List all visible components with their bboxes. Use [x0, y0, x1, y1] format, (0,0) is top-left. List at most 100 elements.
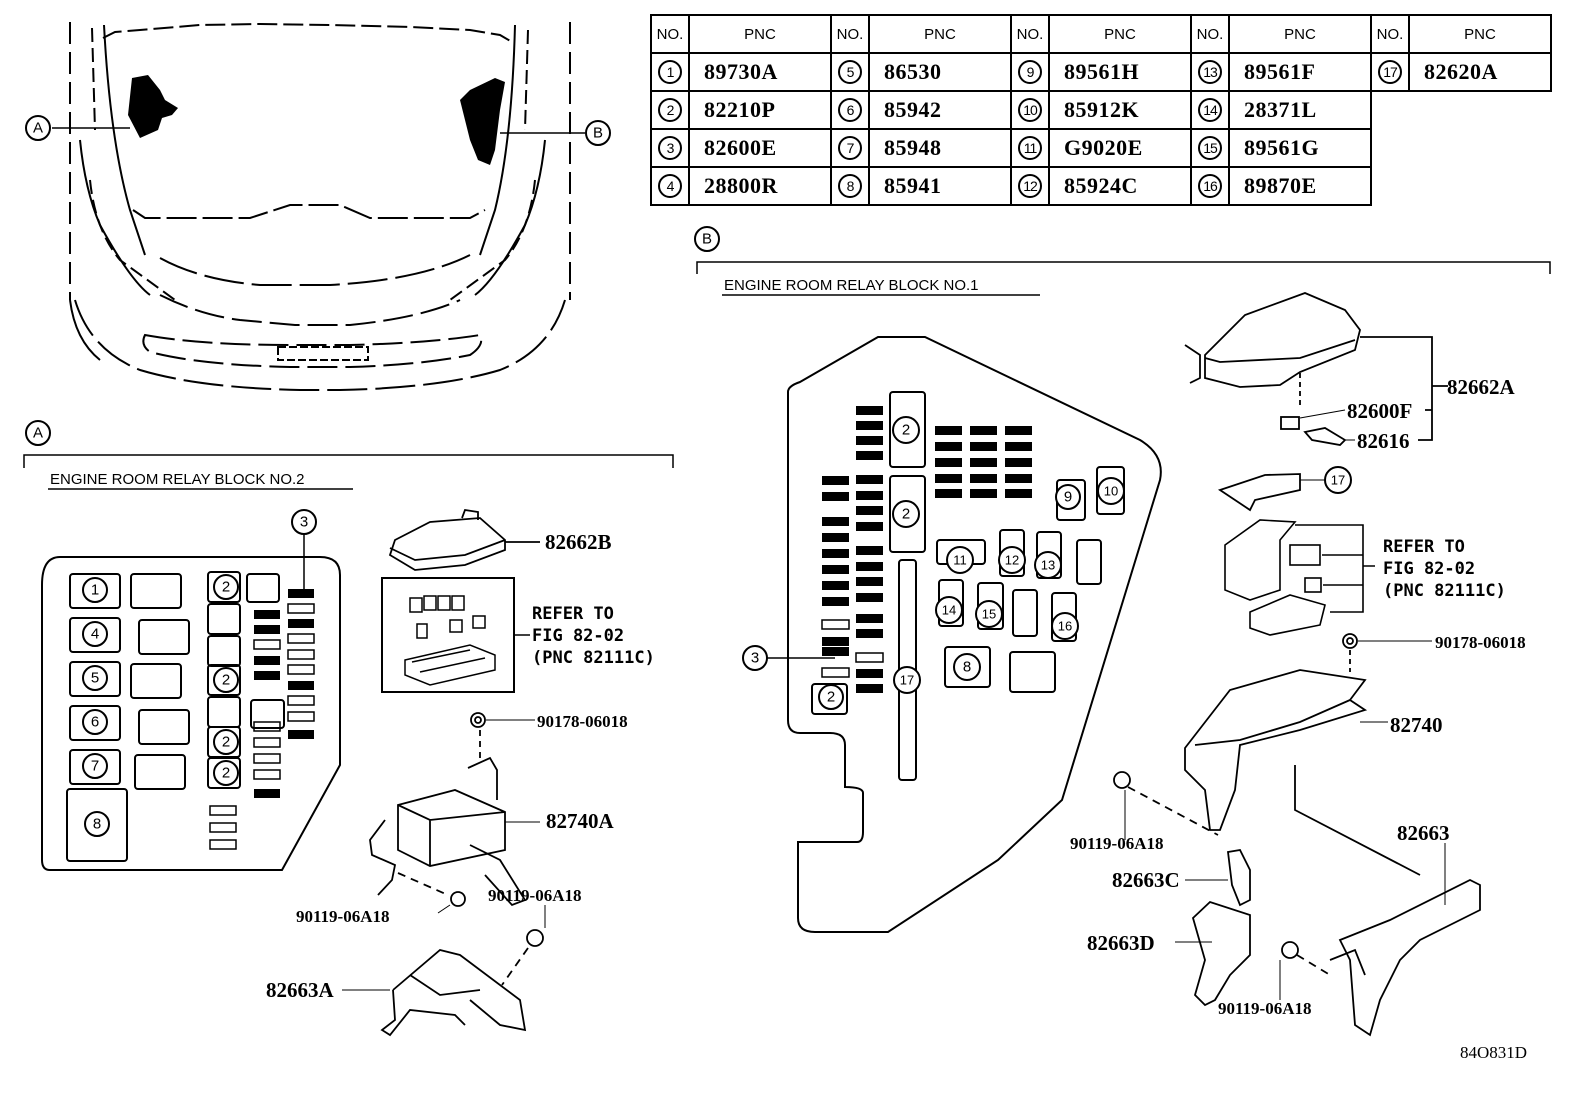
pnc-value: 89561G [1228, 128, 1372, 168]
section-b-callout-circle [694, 226, 720, 252]
slot-label-8: 8 [93, 816, 101, 833]
relay-slot [207, 635, 241, 667]
part-label-82740a: 82740A [546, 809, 615, 833]
fuse-callout-3: 3 [751, 650, 759, 667]
item-number-cell: 16 [1190, 166, 1230, 206]
item-number: 8 [838, 174, 862, 198]
fuse [856, 593, 883, 602]
pnc-table-header: NO. PNC NO. PNC NO. PNC NO. PNC NO. PNC [650, 14, 1552, 54]
callout-17-circle [1324, 466, 1352, 494]
callout-b-overview: B [500, 120, 611, 146]
bracket-82663c-drawing [1185, 849, 1251, 907]
bracket-82663-drawing [1294, 765, 1481, 1037]
fuse-slot [287, 633, 315, 644]
fuse [822, 647, 849, 656]
hood-edge-right [479, 24, 516, 256]
fuse [935, 474, 962, 483]
item-number: 5 [838, 60, 862, 84]
fuse [856, 436, 883, 445]
relay-slot [207, 664, 241, 696]
pnc-value: 89730A [688, 52, 832, 92]
slot-label-4: 4 [91, 626, 99, 643]
part-label-bolt-90119-06a18: 90119-06A18 [1218, 999, 1312, 1018]
headlamp-right [449, 179, 536, 301]
fuse [288, 619, 314, 628]
col-header-pnc: PNC [688, 14, 832, 54]
section-b-title: ENGINE ROOM RELAY BLOCK NO.1 [724, 277, 979, 294]
bracket-82663a-drawing [342, 949, 527, 1037]
fender-curve-left [79, 139, 151, 296]
fuse [856, 475, 883, 484]
item-number: 11 [1018, 136, 1042, 160]
pnc-value: G9020E [1048, 128, 1192, 168]
fuse [254, 656, 280, 665]
item-number-cell: 4 [650, 166, 690, 206]
cover-82662b-drawing [388, 508, 540, 571]
refer-pnc-label: (PNC 82111C) [532, 648, 655, 668]
relay-block-no2-labels: 1 4 5 6 7 8 2 2 2 2 3 [82, 509, 317, 837]
hood-edge-left [103, 24, 146, 256]
fuse [970, 458, 997, 467]
fuse [822, 597, 849, 606]
fuse-slot [253, 639, 281, 650]
relay-block-no1-outline [787, 336, 1162, 933]
fuse [822, 517, 849, 526]
fuse-slot [253, 769, 281, 780]
section-b-callout: B [702, 231, 712, 248]
slot-label-16: 16 [1058, 619, 1072, 634]
fuse [1005, 458, 1032, 467]
part-label-82662b: 82662B [545, 530, 612, 554]
slot-label-2: 2 [222, 765, 230, 782]
relay-slot [1009, 651, 1056, 693]
slot-label-11: 11 [953, 553, 967, 568]
internal-relays-b-drawing [1224, 519, 1375, 636]
pnc-value: 86530 [868, 52, 1012, 92]
fuse [822, 492, 849, 501]
slot-label-14: 14 [942, 603, 956, 618]
item-number: 3 [658, 136, 682, 160]
relay-block-no2-fuses [209, 589, 315, 850]
pnc-value: 28800R [688, 166, 832, 206]
col-header-pnc: PNC [1408, 14, 1552, 54]
fuse-slot [253, 753, 281, 764]
item-number: 1 [658, 60, 682, 84]
item-number-cell: 5 [830, 52, 870, 92]
part-label-90178-06018: 90178-06018 [537, 712, 628, 731]
license-plate [277, 346, 369, 361]
cowl-line [132, 204, 486, 219]
item-number-cell: 11 [1010, 128, 1050, 168]
fuse [856, 421, 883, 430]
relay-slot [207, 571, 241, 603]
nut-90178-drawing [470, 712, 535, 760]
relay-slot [134, 754, 186, 790]
item-number-cell: 12 [1010, 166, 1050, 206]
bolt-b1-drawing [1113, 771, 1219, 840]
fuse-slot [253, 721, 281, 732]
fuse [856, 669, 883, 678]
relay-slot [130, 573, 182, 609]
cover-82662a-drawing [1184, 292, 1448, 441]
bolt-b2-drawing [1279, 941, 1331, 1000]
bolt-2-drawing [501, 905, 546, 986]
slot-label-2: 2 [902, 422, 910, 439]
col-header-no: NO. [1370, 14, 1410, 54]
relay-block-no1-labels: 2 2 2 9 10 11 12 13 14 15 16 17 8 3 [742, 416, 1125, 710]
pnc-table: NO. PNC NO. PNC NO. PNC NO. PNC NO. PNC … [650, 14, 1552, 206]
relay-slot [811, 683, 848, 715]
fuse [856, 451, 883, 460]
pnc-value: 85924C [1048, 166, 1192, 206]
item-number-cell: 10 [1010, 90, 1050, 130]
bolt-1-drawing [397, 872, 466, 914]
part-label-82663d: 82663D [1087, 931, 1155, 955]
fuse [935, 442, 962, 451]
headlamp-left [89, 179, 176, 301]
part-label-bolt-90119-06a18: 90119-06A18 [488, 886, 582, 905]
item-number-cell: 8 [830, 166, 870, 206]
relay-block-location-markers [128, 75, 505, 165]
fender-curve-right [474, 139, 546, 296]
item-number: 6 [838, 98, 862, 122]
fuse [1005, 426, 1032, 435]
bumper-lower [74, 299, 566, 391]
